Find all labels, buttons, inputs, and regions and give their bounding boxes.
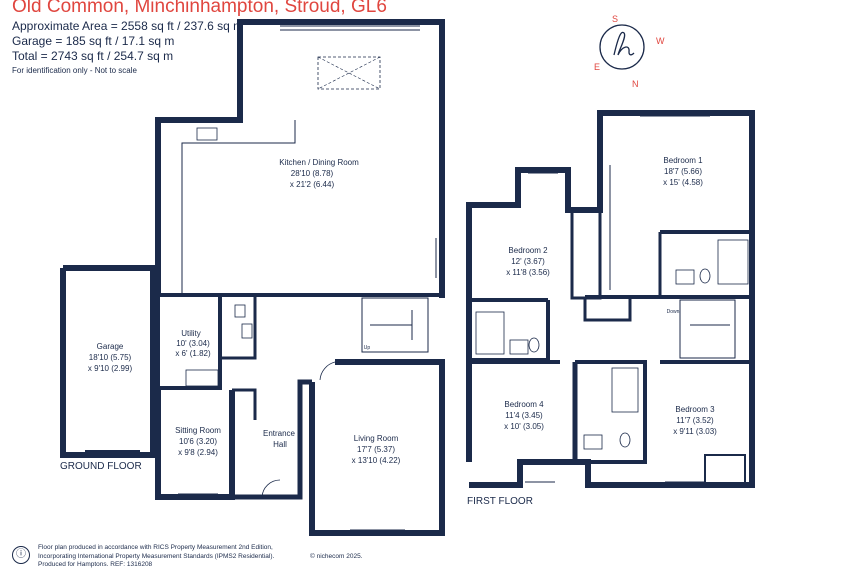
living-room-dim2: x 13'10 (4.22)	[352, 456, 401, 465]
garage-area-text: Garage = 185 sq ft / 17.1 sq m	[12, 34, 175, 48]
bathroom-toilet	[619, 432, 631, 448]
first-floor-stairs	[679, 299, 736, 359]
ground-stairs	[361, 297, 429, 353]
scale-note: For identification only - Not to scale	[12, 66, 137, 75]
living-room-name: Living Room	[354, 434, 399, 443]
bedroom1-name: Bedroom 1	[663, 156, 703, 165]
bedroom2-name: Bedroom 2	[508, 246, 548, 255]
utility-counter	[185, 369, 219, 387]
kitchen-dim2: x 21'2 (6.44)	[290, 180, 335, 189]
bedroom1-toilet	[699, 268, 711, 284]
garage-dim2: x 9'10 (2.99)	[88, 364, 133, 373]
approx-area-text: Approximate Area = 2558 sq ft / 237.6 sq…	[12, 19, 244, 33]
bedroom4-dim2: x 10' (3.05)	[504, 422, 544, 431]
plan-title: Old Common, Minchinhampton, Stroud, GL6	[12, 0, 387, 17]
bedroom3-name: Bedroom 3	[675, 405, 715, 414]
sitting-room-dim2: x 9'8 (2.94)	[178, 448, 218, 457]
ground-floor-labels: Kitchen / Dining Room 28'10 (8.78) x 21'…	[60, 158, 401, 472]
utility-dim1: 10' (3.04)	[176, 339, 210, 348]
first-floor-label: FIRST FLOOR	[467, 496, 533, 507]
total-area-text: Total = 2743 sq ft / 254.7 sq m	[12, 49, 174, 63]
bedroom4-name: Bedroom 4	[504, 400, 544, 409]
roof-lantern	[317, 56, 381, 90]
kitchen-name: Kitchen / Dining Room	[279, 158, 359, 167]
living-room-dim1: 17'7 (5.37)	[357, 445, 395, 454]
bedroom2-basin	[509, 339, 529, 355]
kitchen-units	[181, 120, 296, 295]
sitting-room-dim1: 10'6 (3.20)	[179, 437, 217, 446]
stairs-up-label: Up	[364, 345, 371, 351]
stairs-down-label: Down	[667, 309, 680, 315]
bedroom2-shower	[475, 311, 505, 355]
ground-floor-plan	[60, 19, 445, 536]
hall-walls	[232, 379, 312, 500]
garage-name: Garage	[97, 342, 124, 351]
wc-walls	[218, 295, 257, 360]
bathroom-walls	[575, 360, 647, 464]
wc-basin	[241, 323, 253, 339]
kitchen-dim1: 28'10 (8.78)	[291, 169, 334, 178]
front-door-swing	[261, 479, 281, 498]
garage-dim1: 18'10 (5.75)	[89, 353, 132, 362]
wc-toilet	[234, 304, 246, 318]
first-floor-labels: Bedroom 1 18'7 (5.66) x 15' (4.58) Bedro…	[467, 156, 717, 507]
garage-walls	[60, 265, 156, 458]
compass-letter-w: W	[656, 36, 665, 46]
compass-letter-e: E	[594, 62, 600, 72]
footer-copyright: © nichecom 2025.	[310, 553, 363, 560]
bedroom2-dim1: 12' (3.67)	[511, 257, 545, 266]
bathroom-bath	[611, 367, 639, 413]
bedroom2-dim2: x 11'8 (3.56)	[506, 268, 550, 277]
first-floor-plan	[466, 110, 755, 488]
bedroom3-wardrobe	[704, 454, 746, 485]
utility-name: Utility	[181, 329, 201, 338]
bedroom1-basin	[675, 269, 695, 285]
hall-name2: Hall	[273, 440, 287, 449]
compass-ring	[599, 24, 645, 70]
compass-letter-s: S	[612, 14, 618, 24]
kitchen-sink	[196, 127, 218, 141]
rics-info-icon: ⓘ	[12, 546, 30, 564]
ground-floor-label: GROUND FLOOR	[60, 461, 142, 472]
footer-line-2: Incorporating International Property Mea…	[38, 552, 275, 560]
bedroom1-dim2: x 15' (4.58)	[663, 178, 703, 187]
footer-line-3: Produced for Hamptons. REF: 1316208	[38, 561, 153, 568]
hall-name: Entrance	[263, 429, 296, 438]
footer-disclaimer: Floor plan produced in accordance with R…	[38, 544, 368, 570]
utility-dim2: x 6' (1.82)	[175, 349, 211, 358]
first-floor-outer-walls	[466, 110, 755, 488]
compass-monogram	[613, 31, 635, 56]
bathroom-basin	[583, 434, 603, 450]
bedroom3-dim2: x 9'11 (3.03)	[673, 427, 717, 436]
living-room-walls	[309, 359, 445, 536]
bedroom3-dim1: 11'7 (3.52)	[676, 416, 714, 425]
bedroom4-dim1: 11'4 (3.45)	[505, 411, 543, 420]
sitting-room-name: Sitting Room	[175, 426, 221, 435]
bedroom1-shower	[717, 239, 749, 285]
bedroom1-dim1: 18'7 (5.66)	[664, 167, 702, 176]
sitting-room-walls	[155, 388, 235, 500]
kitchen-walls	[155, 19, 445, 298]
bedroom2-toilet	[528, 337, 540, 353]
compass-logo: S W N E	[594, 14, 665, 89]
compass-letter-n: N	[632, 79, 639, 89]
footer-line-1: Floor plan produced in accordance with R…	[38, 544, 273, 551]
